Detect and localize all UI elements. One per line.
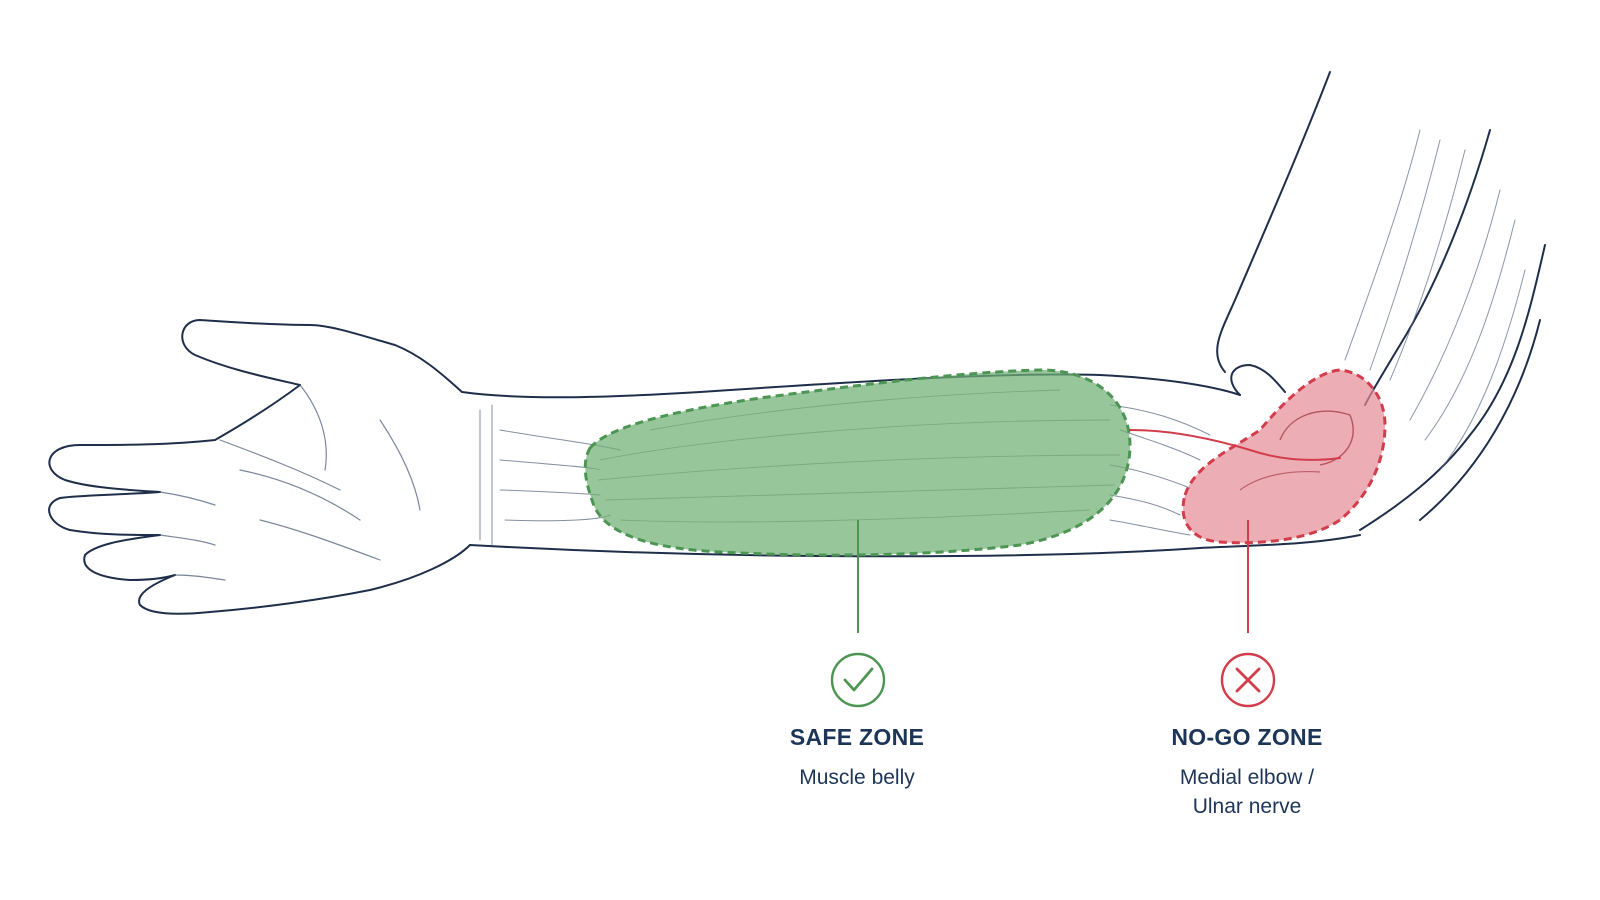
- upper-arm: [1216, 71, 1546, 531]
- safe-zone-region: [583, 368, 1132, 557]
- ulnar-nerve: [1129, 429, 1341, 461]
- elbow-bone: [1230, 363, 1286, 396]
- nogo-zone-label: NO-GO ZONE Medial elbow / Ulnar nerve: [1097, 724, 1397, 821]
- safe-zone-label: SAFE ZONE Muscle belly: [707, 724, 1007, 792]
- hand-detail-lines: [159, 384, 421, 581]
- nogo-zone-description-line1: Medial elbow /: [1179, 766, 1315, 789]
- forearm: [461, 373, 1361, 558]
- safe-zone-description: Muscle belly: [799, 766, 915, 789]
- checkmark-circle-icon: [830, 652, 886, 708]
- hand: [48, 319, 471, 615]
- upper-arm-muscle-lines: [1344, 129, 1526, 471]
- nogo-zone-region: [1181, 368, 1387, 545]
- safe-zone-title: SAFE ZONE: [789, 724, 925, 750]
- nogo-zone-description: Medial elbow / Ulnar nerve: [1097, 763, 1397, 821]
- x-circle-icon: [1220, 652, 1276, 708]
- nogo-zone-title: NO-GO ZONE: [1171, 724, 1323, 750]
- nogo-zone-description-line2: Ulnar nerve: [1192, 795, 1302, 818]
